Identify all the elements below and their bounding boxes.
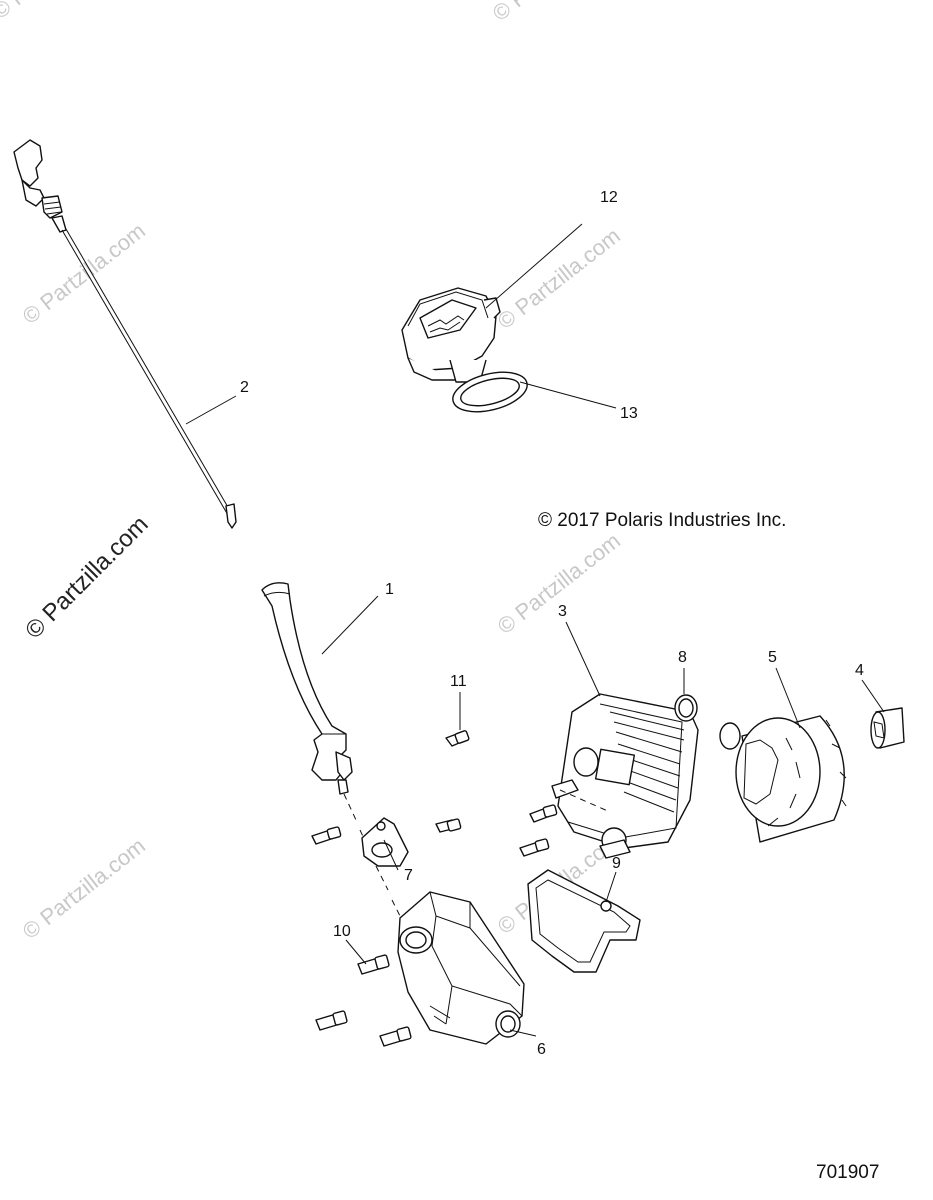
part-11-bolts <box>311 730 558 857</box>
callout-labels: 12 13 2 1 3 8 5 4 11 7 9 10 6 <box>240 189 864 1058</box>
watermark-7: © Partzilla.com <box>488 0 620 26</box>
copyright-text: © 2017 Polaris Industries Inc. <box>538 510 786 531</box>
callout-13: 13 <box>620 405 638 422</box>
watermark-main: © Partzilla.com <box>20 511 153 644</box>
watermark-2: © Partzilla.com <box>493 223 625 334</box>
watermark-layer: © Partzilla.com © Partzilla.com © Partzi… <box>0 0 625 944</box>
callout-5: 5 <box>768 649 777 666</box>
part-8-o-ring <box>674 694 698 722</box>
callout-1: 1 <box>385 581 394 598</box>
callout-3: 3 <box>558 603 567 620</box>
callout-10: 10 <box>333 923 351 940</box>
part-2-dipstick <box>13 139 237 529</box>
part-1-dipstick-tube <box>261 582 405 925</box>
part-10-bolts <box>315 954 412 1047</box>
part-13-seal-ring <box>452 371 528 413</box>
part-3-oil-cooler <box>551 693 699 859</box>
watermark-3: © Partzilla.com <box>493 528 625 639</box>
part-6-housing <box>397 891 525 1045</box>
leader-lines <box>185 223 885 1037</box>
watermark-1: © Partzilla.com <box>18 218 150 329</box>
callout-8: 8 <box>678 649 687 666</box>
part-5-oil-filter <box>719 715 847 843</box>
diagram-id: 701907 <box>816 1162 879 1183</box>
part-9-gasket <box>527 869 641 973</box>
part-12-filler-cap <box>401 287 501 383</box>
watermark-4: © Partzilla.com <box>18 833 150 944</box>
callout-7: 7 <box>404 867 413 884</box>
callout-4: 4 <box>855 662 864 679</box>
callout-2: 2 <box>240 379 249 396</box>
callout-9: 9 <box>612 855 621 872</box>
part-4-fitting <box>870 707 905 749</box>
callout-12: 12 <box>600 189 618 206</box>
callout-6: 6 <box>537 1041 546 1058</box>
callout-11: 11 <box>450 673 467 690</box>
watermark-6: © Partzilla.com <box>0 0 120 24</box>
